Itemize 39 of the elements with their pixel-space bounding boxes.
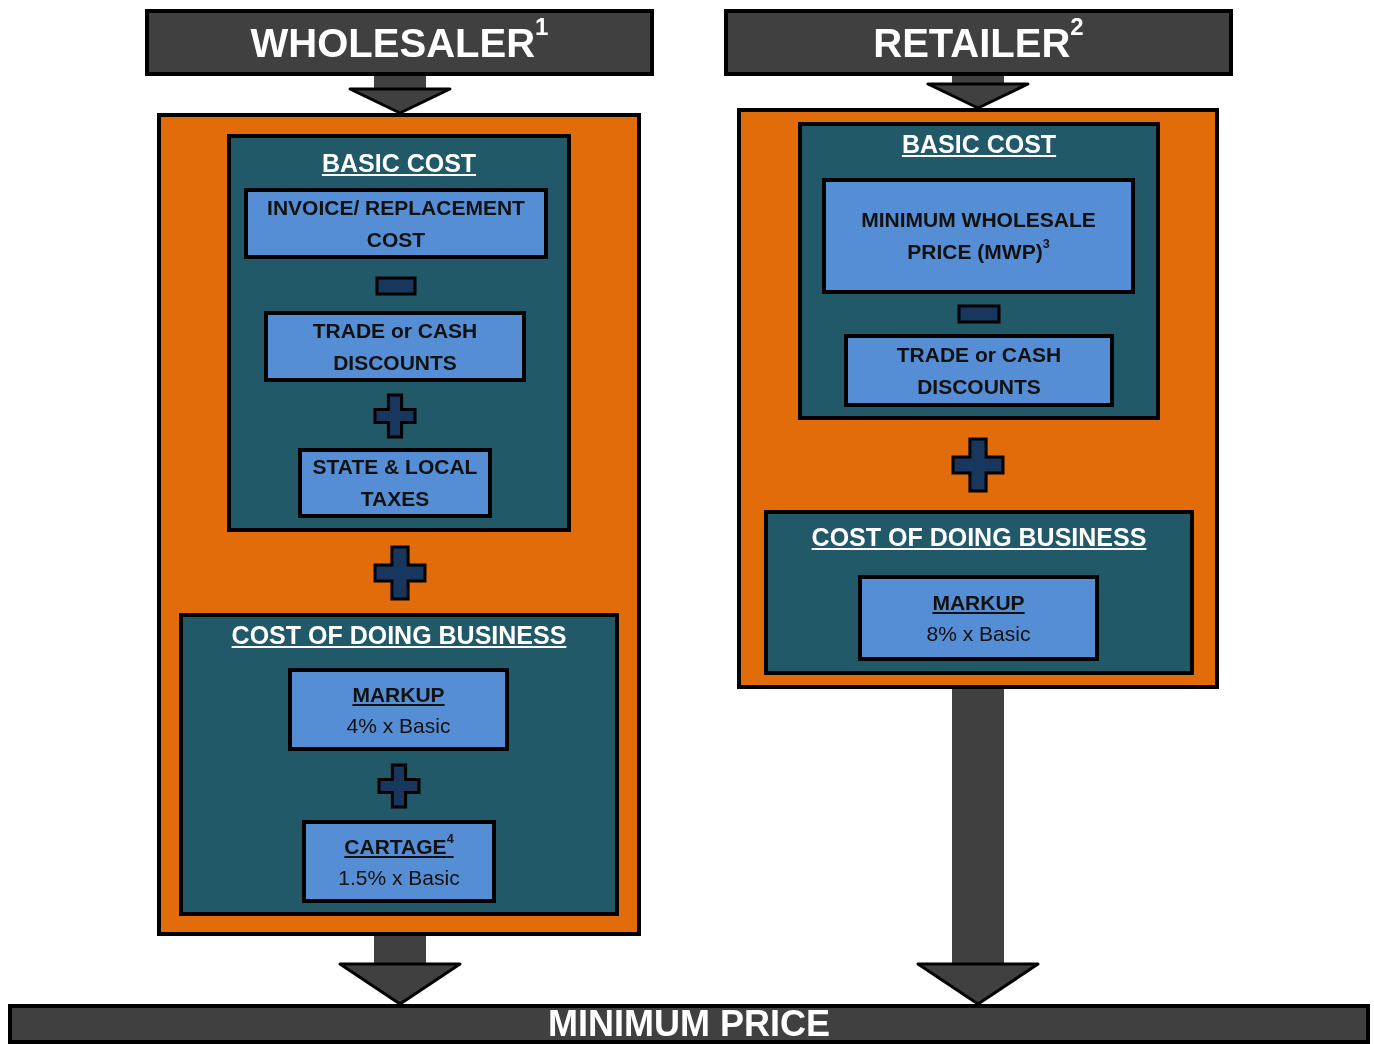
block-arrow: [916, 689, 1040, 1006]
header-title: WHOLESALER$^{1}$: [250, 19, 549, 66]
section-heading: COST OF DOING BUSINESS: [230, 620, 568, 650]
cost-box: [288, 668, 509, 751]
cost-box: [264, 311, 526, 382]
cost-item-text: MINIMUM WHOLESALE PRICE (MWP)$^{3}$: [860, 207, 1097, 265]
formula-text: 8% x Basic: [925, 621, 1032, 647]
cost-box: [298, 448, 492, 518]
block-arrow: [926, 76, 1030, 110]
section-heading: COST OF DOING BUSINESS: [810, 522, 1148, 552]
result-title: MINIMUM PRICE: [548, 1007, 830, 1041]
header-title: RETAILER$^{2}$: [873, 19, 1084, 66]
section-heading: BASIC COST: [320, 148, 478, 178]
cost-box: [844, 334, 1114, 407]
group-panel: [798, 122, 1160, 420]
item-heading: CARTAGE$^{4}$: [343, 830, 455, 860]
cost-box: [302, 820, 496, 903]
group-panel: [764, 510, 1194, 675]
cost-item-text: INVOICE/ REPLACEMENT COST: [266, 194, 526, 253]
item-heading: MARKUP: [931, 590, 1026, 616]
cost-box: [858, 575, 1099, 661]
group-panel: [227, 134, 571, 532]
item-heading: MARKUP: [351, 681, 446, 708]
block-arrow: [348, 76, 452, 115]
result-bar: [8, 1004, 1370, 1044]
cost-item-text: TRADE or CASH DISCOUNTS: [895, 341, 1063, 400]
header-bar: [145, 9, 654, 76]
group-panel: [179, 613, 619, 916]
panel-background: [737, 108, 1219, 689]
formula-text: 1.5% x Basic: [337, 864, 461, 891]
formula-text: 4% x Basic: [345, 712, 452, 739]
cost-item-text: TRADE or CASH DISCOUNTS: [311, 317, 479, 376]
cost-box: [822, 178, 1135, 294]
header-bar: [724, 9, 1233, 76]
cost-item-text: STATE & LOCAL TAXES: [311, 454, 479, 512]
panel-background: [157, 113, 641, 936]
section-heading: BASIC COST: [900, 129, 1058, 159]
block-arrow: [338, 936, 462, 1006]
cost-box: [244, 188, 548, 259]
